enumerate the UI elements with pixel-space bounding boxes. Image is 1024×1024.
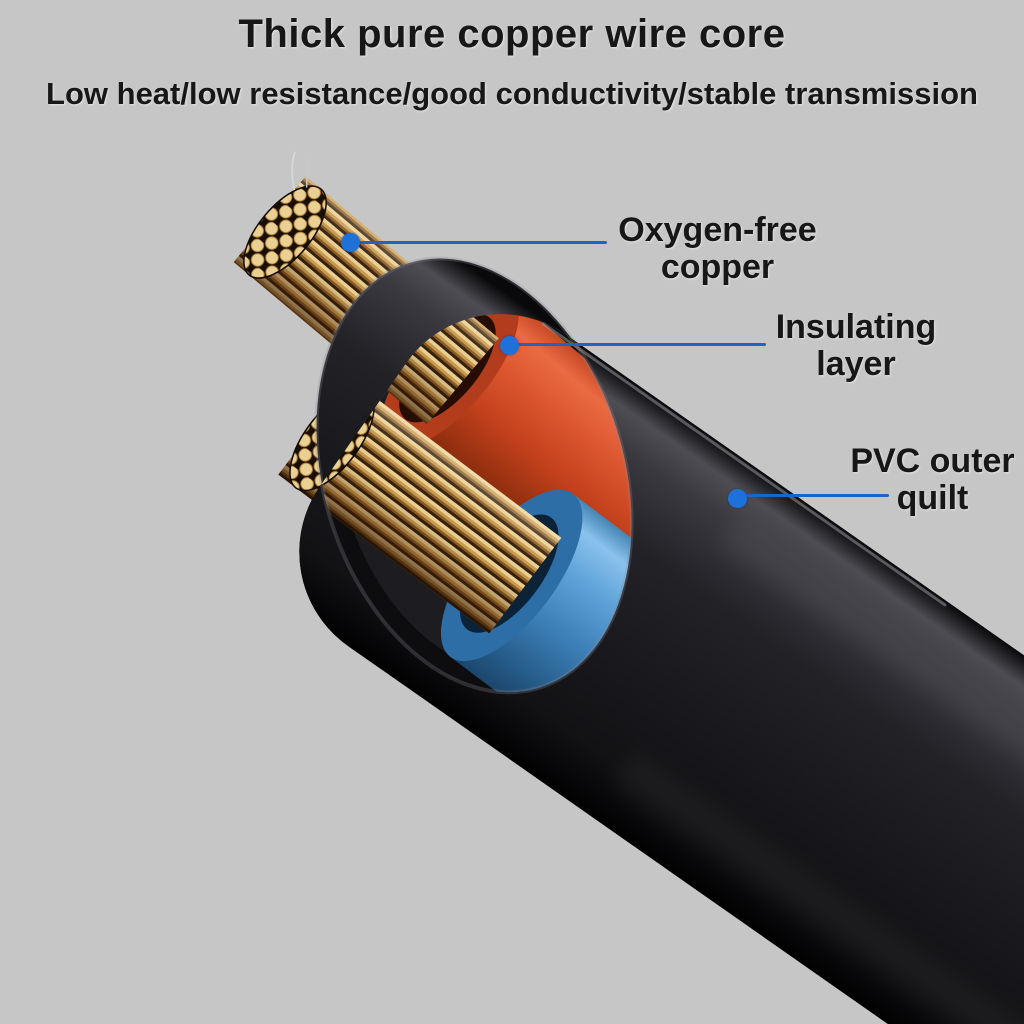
page-subtitle: Low heat/low resistance/good conductivit… [46,76,978,111]
stray-fiber [291,151,296,191]
callout-line [350,241,607,244]
callout-line [509,343,766,346]
callout-label: PVC outer quilt [850,442,1015,517]
callout-dot [728,489,747,508]
pvc-outer-jacket [299,256,1024,1024]
callout-label: Insulating layer [775,308,937,383]
callout-line [737,494,889,497]
callout-dot [500,336,519,355]
stray-fiber [305,156,312,188]
callout-label: Oxygen-free copper [618,211,817,286]
callout-dot [341,233,360,252]
page-title: Thick pure copper wire core [238,12,786,56]
copper-strand-face-red [243,185,327,279]
